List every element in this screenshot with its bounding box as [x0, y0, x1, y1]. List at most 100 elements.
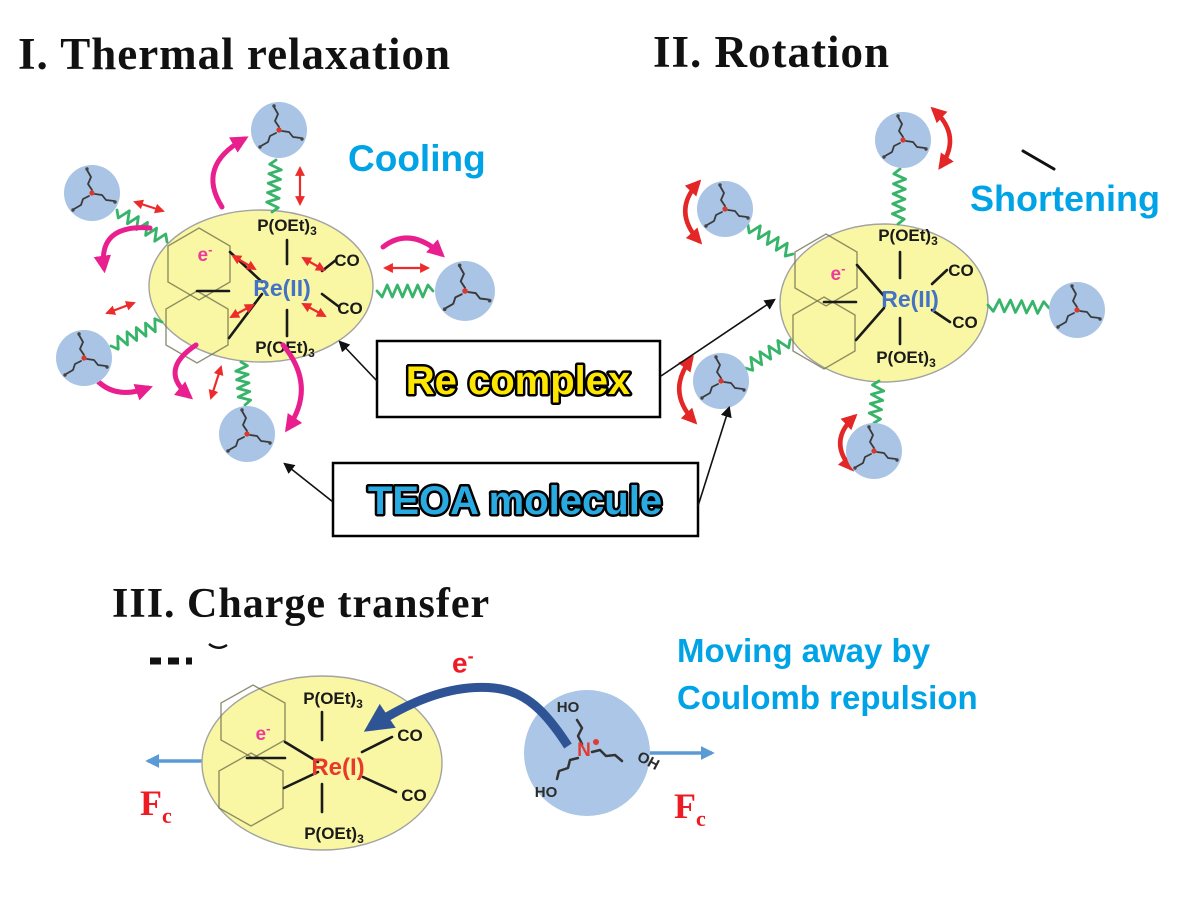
radical-dot — [593, 739, 599, 745]
electron-label: e- — [198, 242, 213, 266]
re-co-bond — [361, 775, 398, 794]
hexagon-ring — [218, 752, 284, 827]
tick-mark — [1021, 149, 1056, 171]
coulomb-force-label-left: Fc — [140, 783, 172, 829]
transferred-electron-label: e- — [452, 646, 474, 679]
coulomb-repulsion-label: Moving away by Coulomb repulsion — [677, 627, 978, 721]
thermal-relaxation-diagram: P(OEt)3 Re(II) CO CO P(OEt)3 e- — [55, 101, 496, 463]
oscillation-arrow — [208, 365, 224, 400]
hexagon-ring — [165, 290, 229, 364]
spring — [234, 360, 252, 407]
ring-re-bond — [855, 263, 886, 298]
electron-label: e- — [256, 721, 271, 745]
co-label: CO — [334, 251, 360, 270]
rotation-arrow — [930, 106, 954, 170]
phosphite-label: P(OEt)3 — [304, 824, 364, 846]
hexagon-ring — [792, 296, 856, 370]
teoa-arm — [555, 756, 580, 781]
oscillation-arrow — [105, 301, 136, 315]
spring — [867, 379, 886, 425]
rotation-arrow — [683, 179, 703, 245]
swing-arrow — [93, 225, 153, 274]
teoa-molecule — [55, 329, 113, 387]
ring-re-bond — [282, 770, 320, 790]
spring — [265, 158, 283, 214]
rotation-arrow — [837, 413, 858, 472]
co-label: CO — [401, 786, 427, 805]
section1-title: I. Thermal relaxation — [18, 29, 452, 79]
swing-arrow — [210, 136, 249, 210]
spring — [109, 317, 164, 351]
re2-label: Re(II) — [881, 286, 939, 312]
teoa-molecule — [845, 422, 903, 480]
re-complex-ellipse — [779, 223, 989, 383]
section2-title: II. Rotation — [653, 27, 891, 77]
teoa-molecule — [874, 111, 932, 169]
phosphite-label: P(OEt)3 — [876, 348, 936, 370]
spring — [986, 298, 1051, 315]
callout-arrow — [283, 462, 334, 503]
co-label: CO — [952, 313, 978, 332]
teoa-molecule-label: TEOA molecule — [368, 479, 662, 523]
rotation-arrow — [676, 355, 698, 425]
teoa-arm — [590, 748, 624, 763]
teoa-molecule — [692, 352, 750, 410]
electron-transfer-arrow — [363, 682, 572, 749]
vibration-arrow — [231, 254, 257, 271]
re-complex-label: Re complex — [406, 359, 631, 403]
teoa-molecule — [1048, 281, 1106, 339]
re-co-bond — [360, 735, 394, 754]
teoa-molecule — [250, 101, 308, 159]
re-complex-label-box: Re complex — [375, 339, 662, 419]
coulomb-force-label-right: Fc — [674, 786, 706, 832]
spring — [891, 167, 907, 226]
re-co-bond — [930, 308, 952, 324]
rotation-diagram: P(OEt)3 Re(II) CO CO P(OEt)3 e- — [676, 106, 1106, 480]
vibration-arrow — [301, 257, 326, 271]
callout-arrow — [660, 298, 776, 377]
teoa-molecule — [434, 260, 496, 322]
hexagon-ring — [794, 233, 858, 307]
ho-label: HO — [535, 784, 558, 801]
nitrogen-label: N — [577, 740, 591, 761]
cooling-label: Cooling — [348, 138, 486, 179]
co-label: CO — [397, 726, 423, 745]
ring-re-bond — [283, 740, 320, 764]
callout-arrow — [697, 405, 732, 507]
co-label: CO — [948, 261, 974, 280]
re-co-bond — [930, 268, 949, 286]
label-box — [331, 461, 700, 538]
coulomb-line1: Moving away by — [677, 632, 931, 669]
label-box — [375, 339, 662, 419]
re1-label: Re(I) — [311, 754, 364, 781]
charge-transfer-diagram: P(OEt)3 Re(I) CO CO P(OEt)3 e- HO OH HO … — [145, 642, 715, 851]
re2-label: Re(II) — [253, 275, 311, 301]
teoa-molecule-label-box: TEOA molecule — [331, 461, 700, 538]
vibration-arrow — [301, 303, 327, 317]
teoa-molecule — [63, 164, 121, 222]
coulomb-line2: Coulomb repulsion — [677, 679, 978, 716]
teoa-molecule — [696, 180, 754, 238]
electron-label: e- — [831, 261, 846, 285]
teoa-molecule — [218, 405, 276, 463]
hexagon-ring — [167, 227, 231, 301]
phosphite-label: P(OEt)3 — [303, 689, 363, 711]
phosphite-label: P(OEt)3 — [255, 338, 315, 360]
stray-mark — [208, 642, 228, 649]
spring — [743, 338, 792, 372]
swing-arrow — [280, 342, 304, 433]
vibration-arrow — [229, 304, 255, 318]
spring — [375, 283, 435, 299]
ring-re-bond — [854, 306, 886, 342]
co-label: CO — [337, 299, 363, 318]
callout-arrow — [338, 340, 379, 383]
spring — [746, 223, 795, 258]
phosphite-label: P(OEt)3 — [878, 226, 938, 248]
phosphite-label: P(OEt)3 — [257, 216, 317, 238]
oscillation-arrow — [133, 199, 165, 214]
teoa-arm — [575, 718, 584, 746]
shortening-label: Shortening — [970, 178, 1160, 219]
re-complex-ellipse — [148, 209, 374, 363]
